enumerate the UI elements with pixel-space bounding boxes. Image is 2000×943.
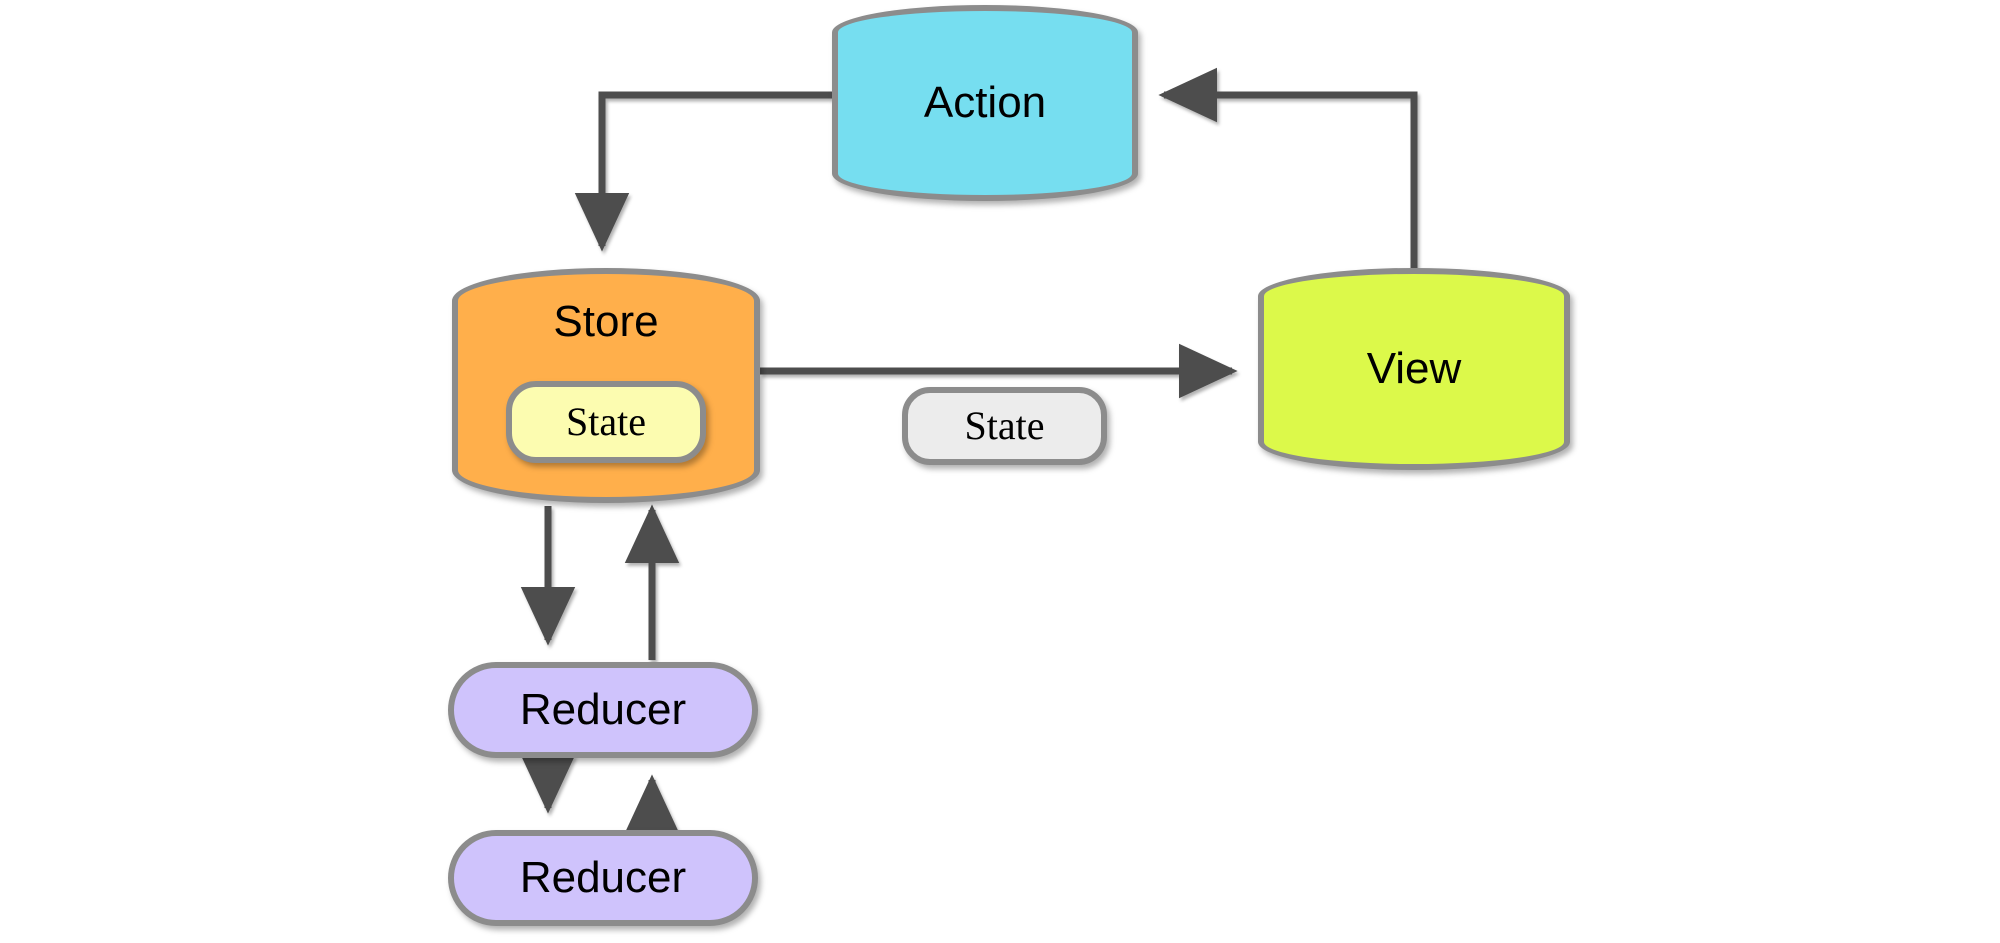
node-store-label: Store: [553, 297, 659, 346]
node-reducer-2-label: Reducer: [519, 853, 687, 902]
node-state-flow-label: State: [964, 403, 1045, 448]
edge-action-to-store: [574, 91, 832, 252]
node-reducer-1-label: Reducer: [519, 685, 687, 734]
node-view-label: View: [1366, 344, 1462, 393]
node-action[interactable]: Action: [832, 5, 1138, 201]
node-action-label: Action: [923, 78, 1047, 127]
node-state-flow[interactable]: State: [902, 387, 1107, 465]
node-store-state-label: State: [566, 399, 646, 444]
edge-view-to-action: [1158, 67, 1418, 268]
node-view[interactable]: View: [1258, 268, 1570, 470]
node-reducer-2[interactable]: Reducer: [448, 830, 758, 926]
node-store-state[interactable]: State: [506, 381, 706, 463]
node-reducer-1[interactable]: Reducer: [448, 662, 758, 758]
